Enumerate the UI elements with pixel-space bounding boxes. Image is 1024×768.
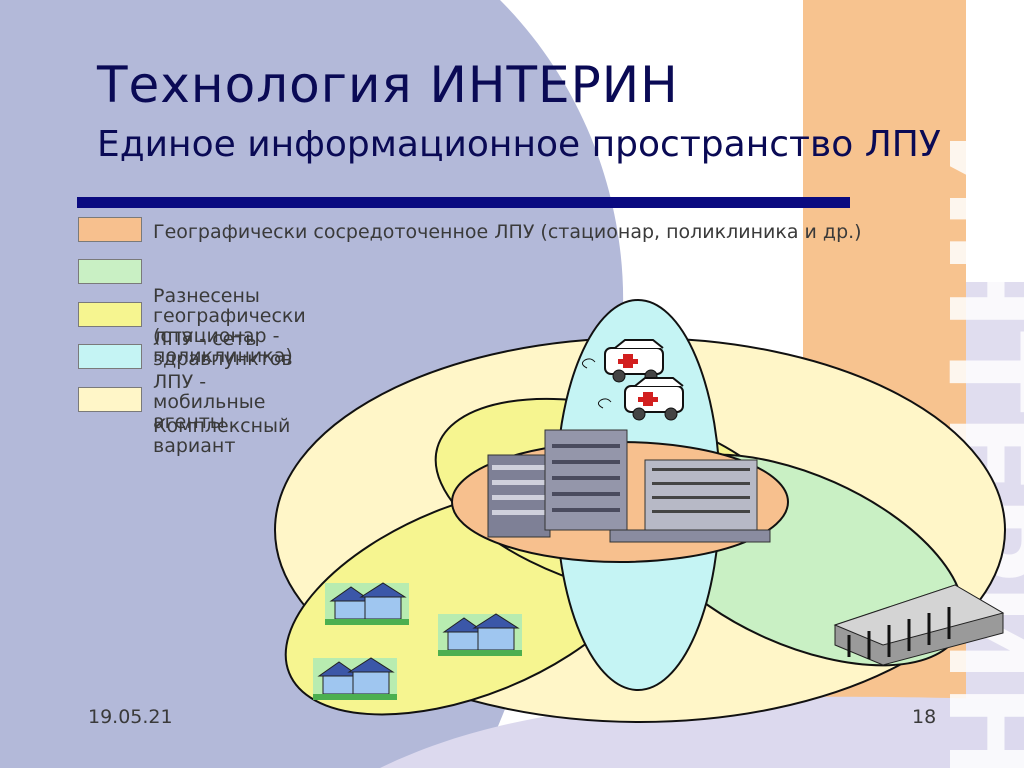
slide-title: Технология ИНТЕРИН: [97, 56, 679, 114]
page-number: 18: [912, 706, 937, 728]
ambulance-icon: [581, 339, 664, 383]
house-icon: [313, 657, 397, 700]
house-icon: [438, 613, 522, 656]
ambulance-icon: [597, 377, 684, 421]
house-icon: [325, 582, 409, 625]
legend-label-mobile: ЛПУ - мобильные агенты: [153, 371, 266, 433]
legend-swatch-mobile: [78, 344, 142, 369]
legend-swatch-network: [78, 302, 142, 327]
legend-label-complex: Комплексный вариант: [153, 415, 291, 457]
legend-swatch-complex: [78, 387, 142, 412]
legend-swatch-concentrated: [78, 217, 142, 242]
office-building-icon: [833, 584, 1005, 666]
slide-date: 19.05.21: [88, 706, 173, 728]
legend-label-distributed: Разнесены географически (стационар - пол…: [153, 285, 306, 367]
legend-label-network: ЛПУ - сеть здравпунктов: [153, 328, 293, 370]
bottom-lavender-shape: [380, 696, 1024, 768]
legend-label-concentrated: Географически сосредоточенное ЛПУ (стаци…: [153, 221, 862, 243]
legend-swatch-distributed: [78, 259, 142, 284]
slide-subtitle: Единое информационное пространство ЛПУ: [97, 124, 941, 165]
hospital-building-icon: [487, 429, 771, 543]
title-rule: [77, 197, 850, 208]
